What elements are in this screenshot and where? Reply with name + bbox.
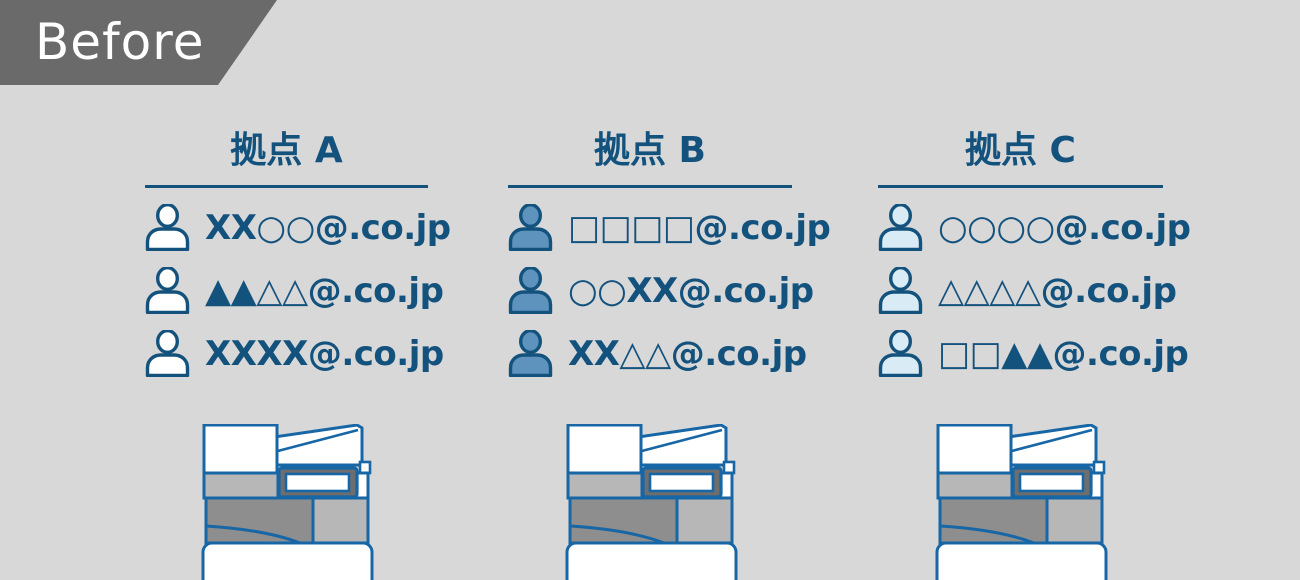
user-icon [878,204,923,251]
site-title-a: 拠点 A [145,131,428,188]
user-email: ○○XX@.co.jp [568,270,814,311]
user-email: XX△△@.co.jp [568,333,807,374]
site-column-b: 拠点 B □□□□@.co.jp ○○XX@.co.jp XX△△@.co.jp [508,131,831,377]
user-icon [508,204,553,251]
site-title-b: 拠点 B [508,131,792,188]
printer-icon [565,424,738,580]
user-row: ○○○○@.co.jp [878,204,1191,251]
printer-icon [935,424,1108,580]
user-row: □□▲▲@.co.jp [878,330,1189,377]
user-row: XX○○@.co.jp [145,204,451,251]
user-email: ○○○○@.co.jp [938,207,1191,248]
user-icon [878,267,923,314]
user-icon [145,204,190,251]
user-email: XXXX@.co.jp [205,333,444,374]
user-row: △△△△@.co.jp [878,267,1177,314]
user-email: XX○○@.co.jp [205,207,451,248]
site-title-c: 拠点 C [878,131,1163,188]
user-row: ○○XX@.co.jp [508,267,814,314]
before-label: Before [35,13,205,71]
user-row: XX△△@.co.jp [508,330,807,377]
site-column-a: 拠点 A XX○○@.co.jp ▲▲△△@.co.jp XXXX@.co.jp [145,131,451,377]
user-row: □□□□@.co.jp [508,204,831,251]
user-icon [508,330,553,377]
user-icon [145,330,190,377]
user-email: ▲▲△△@.co.jp [205,270,444,311]
user-email: □□□□@.co.jp [568,207,831,248]
user-email: △△△△@.co.jp [938,270,1177,311]
user-icon [145,267,190,314]
site-column-c: 拠点 C ○○○○@.co.jp △△△△@.co.jp □□▲▲@.co.jp [878,131,1191,377]
printer-icon [201,424,374,580]
user-row: XXXX@.co.jp [145,330,444,377]
user-icon [508,267,553,314]
user-icon [878,330,923,377]
user-row: ▲▲△△@.co.jp [145,267,444,314]
before-banner: Before [0,0,277,85]
user-email: □□▲▲@.co.jp [938,333,1189,374]
